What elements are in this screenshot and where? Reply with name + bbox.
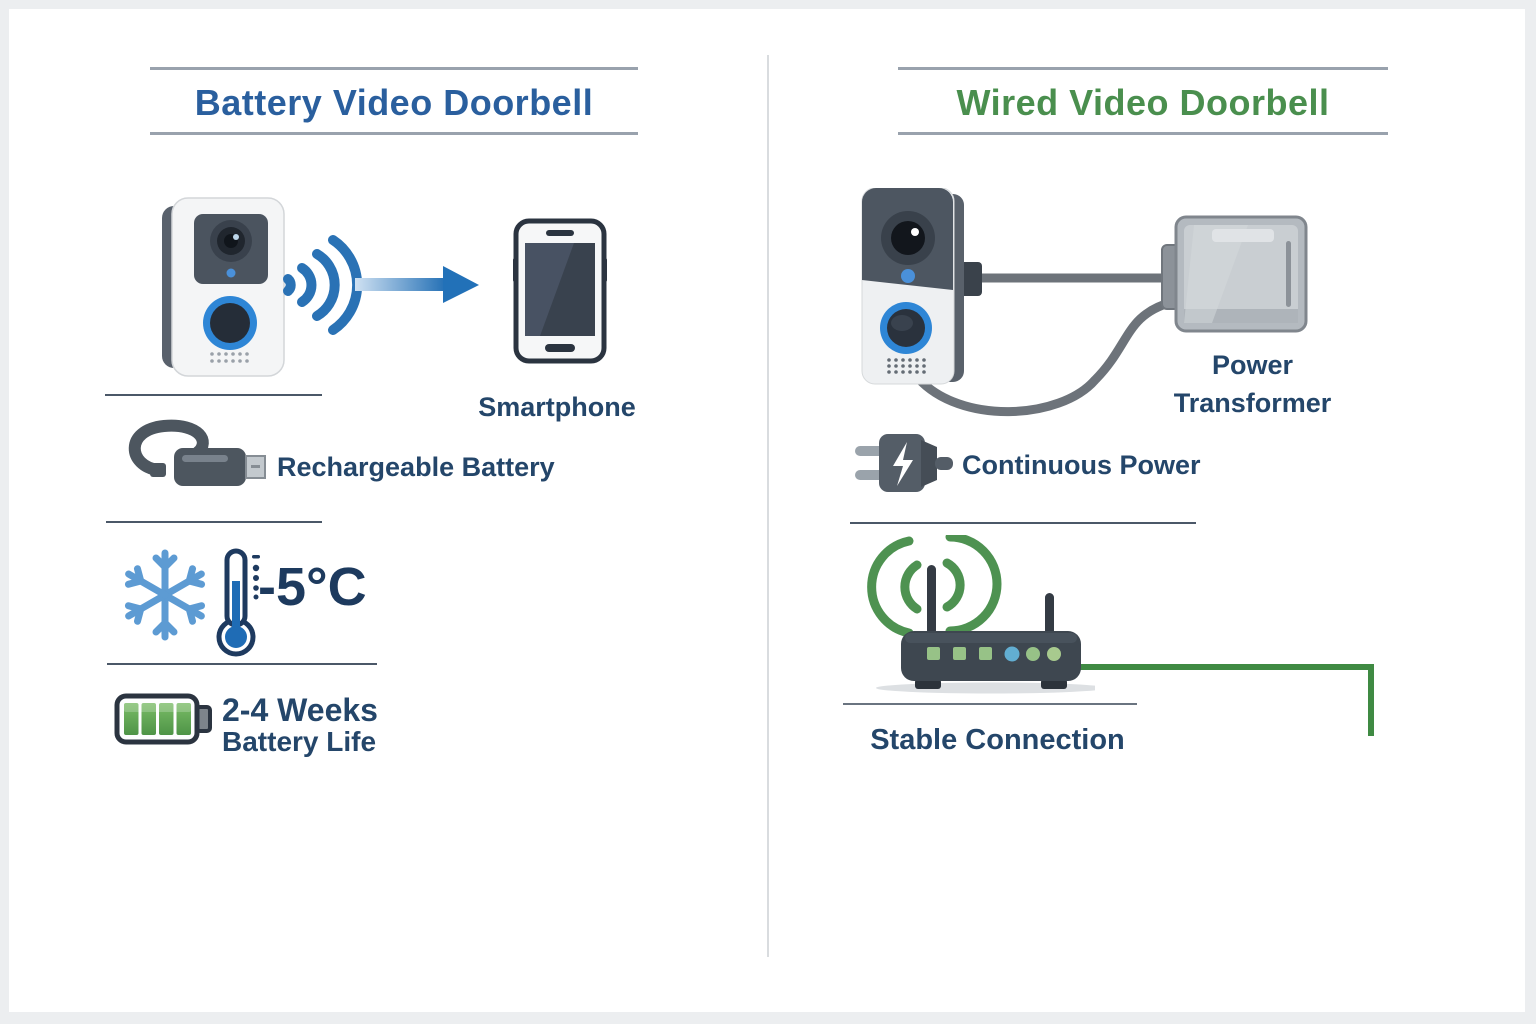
wifi-router-icon: [867, 535, 1095, 694]
continuous-power-label: Continuous Power: [962, 450, 1201, 480]
smartphone-label: Smartphone: [478, 392, 636, 422]
left-panel-title: Battery Video Doorbell: [194, 82, 594, 123]
power-transformer-label-line2: Transformer: [1173, 388, 1332, 418]
right-panel-title: Wired Video Doorbell: [956, 82, 1330, 123]
battery-video-doorbell-icon: [162, 197, 285, 377]
battery-life-label: Battery Life: [222, 726, 377, 757]
left-separator-3: [107, 663, 377, 665]
left-separator-2: [106, 521, 322, 523]
right-separator-2: [843, 703, 1137, 705]
battery-full-icon: [114, 693, 212, 745]
battery-life-weeks: 2-4 Weeks: [222, 692, 378, 728]
left-separator-1: [105, 394, 322, 396]
right-separator-1: [850, 522, 1196, 524]
arrow-right-icon: [355, 266, 479, 303]
power-transformer-icon: [1161, 215, 1308, 333]
rechargeable-battery-label: Rechargeable Battery: [277, 452, 555, 482]
power-transformer-label-line1: Power: [1211, 350, 1294, 380]
power-plug-icon: [855, 434, 953, 492]
temperature-value: -5°C: [258, 557, 367, 617]
thermometer-icon: [216, 548, 260, 657]
center-divider: [767, 55, 769, 957]
left-title-rule-top: [150, 67, 638, 70]
ethernet-line-icon: [1078, 664, 1374, 736]
smartphone-icon: [513, 218, 607, 364]
right-title-rule-bottom: [898, 132, 1388, 135]
wired-video-doorbell-icon: [861, 188, 964, 385]
right-title-rule-top: [898, 67, 1388, 70]
left-title-rule-bottom: [150, 132, 638, 135]
stable-connection-label: Stable Connection: [870, 724, 1125, 756]
power-transformer-label: Power Transformer: [1150, 346, 1355, 422]
snowflake-icon: [120, 549, 210, 645]
usb-charging-cable-icon: [128, 419, 266, 486]
